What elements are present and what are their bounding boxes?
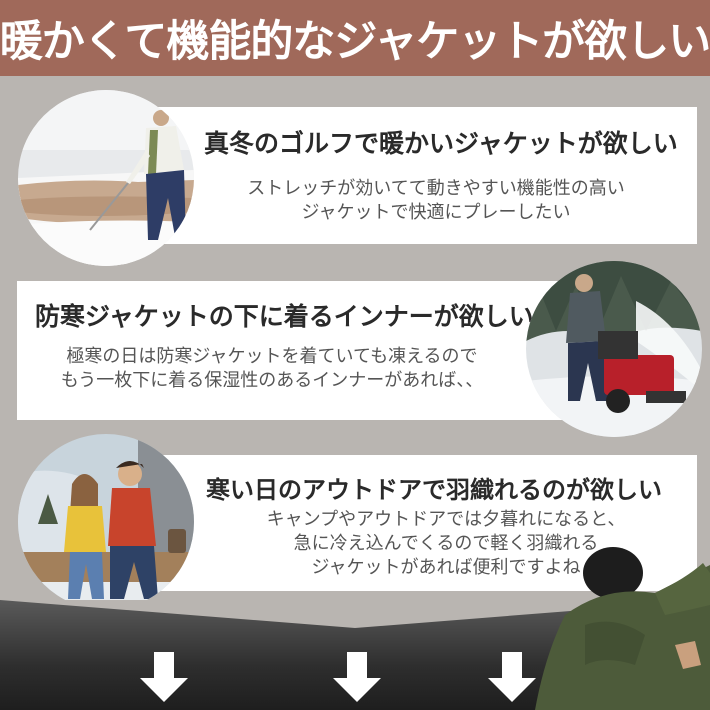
panel-inner-desc-line: 極寒の日は防寒ジャケットを着ていても凍えるので [66, 346, 478, 367]
panel-inner [17, 281, 607, 420]
page-title: 暖かくて機能的なジャケットが欲しい [0, 17, 710, 67]
winter-golfer-photo [18, 90, 194, 266]
panel-inner-desc-line: もう一枚下に着る保湿性のあるインナーがあれば、、 [60, 370, 484, 391]
panel-inner-desc: 極寒の日は防寒ジャケットを着ていても凍えるので もう一枚下に着る保湿性のあるイン… [32, 345, 512, 393]
outdoor-couple-photo [18, 434, 194, 610]
down-arrow-icon [333, 652, 381, 702]
panel-golf-desc: ストレッチが効いてて動きやすい機能性の高い ジャケットで快適にプレーしたい [236, 177, 636, 225]
snowblower-photo [526, 261, 702, 437]
down-arrow-icon [140, 652, 188, 702]
panel-outdoor-desc-line: ジャケットがあれば便利ですよね [311, 557, 581, 578]
chevron-divider [0, 600, 710, 628]
header-banner: 暖かくて機能的なジャケットが欲しい [0, 0, 710, 76]
panel-outdoor-desc-line: キャンプやアウトドアでは夕暮れになると、 [266, 509, 626, 530]
panel-inner-title: 防寒ジャケットの下に着るインナーが欲しい [35, 302, 534, 331]
panel-outdoor-title: 寒い日のアウトドアで羽織れるのが欲しい [206, 475, 662, 504]
jacket-model-figure [535, 547, 710, 710]
panel-golf-desc-line: ストレッチが効いてて動きやすい機能性の高い [247, 178, 625, 199]
panel-golf-desc-line: ジャケットで快適にプレーしたい [301, 202, 571, 223]
panel-golf-title: 真冬のゴルフで暖かいジャケットが欲しい [204, 129, 678, 158]
panel-outdoor-desc: キャンプやアウトドアでは夕暮れになると、 急に冷え込んでくるので軽く羽織れる ジ… [236, 508, 656, 580]
down-arrow-icon [488, 652, 536, 702]
panel-outdoor-desc-line: 急に冷え込んでくるので軽く羽織れる [293, 533, 599, 554]
